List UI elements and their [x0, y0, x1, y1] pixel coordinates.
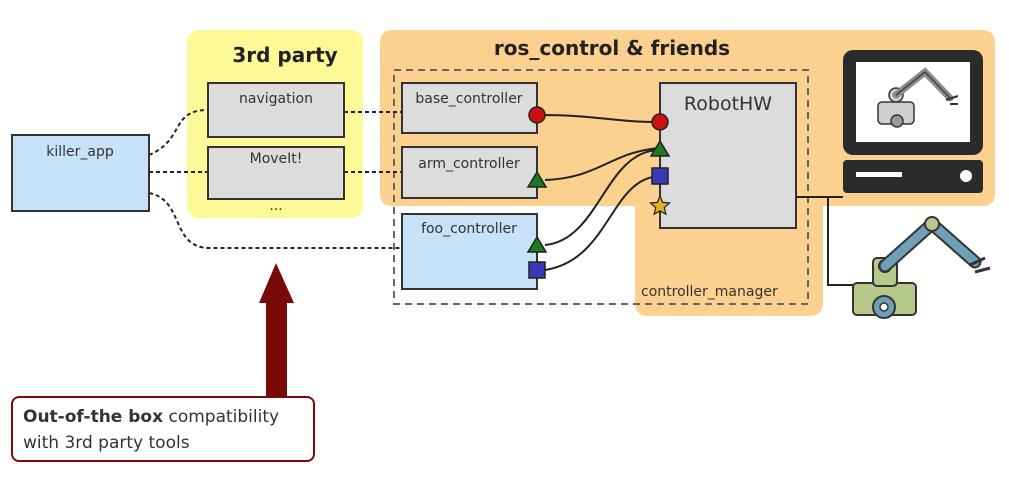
- callout-bold-text: Out-of-the box: [23, 407, 164, 427]
- arm-controller-port-triangle: [526, 170, 548, 188]
- moveit-box[interactable]: [207, 146, 345, 200]
- moveit-label: MoveIt!: [250, 151, 303, 167]
- controller-manager-label: controller_manager: [641, 284, 778, 300]
- foo-controller-port-triangle: [526, 235, 548, 253]
- dashed-connections: [148, 109, 402, 249]
- arm-controller-box[interactable]: [401, 146, 538, 199]
- robothw-label: RobotHW: [684, 93, 772, 115]
- computer-monitor-icon: [843, 50, 983, 193]
- base-controller-box[interactable]: [401, 82, 538, 134]
- robot-arm-icon: [852, 216, 991, 319]
- robothw-port-circle: [651, 113, 669, 131]
- base-controller-port-circle: [528, 106, 546, 124]
- robothw-box[interactable]: [659, 82, 797, 229]
- callout-line-2: with 3rd party tools: [23, 433, 190, 453]
- robothw-port-star: [649, 194, 671, 216]
- controller-manager-region: [393, 69, 809, 305]
- callout-rest-text: compatibility: [163, 407, 280, 427]
- compatibility-callout: Out-of-the box compatibility with 3rd pa…: [11, 396, 315, 462]
- more-tools-ellipsis: ...: [269, 198, 282, 214]
- killer-app-box[interactable]: [11, 134, 150, 212]
- callout-line-1: Out-of-the box compatibility: [23, 404, 303, 430]
- ros-control-title: ros_control & friends: [494, 36, 730, 60]
- foo-controller-label: foo_controller: [421, 221, 517, 237]
- robothw-port-square: [651, 167, 669, 185]
- arm-controller-label: arm_controller: [418, 156, 520, 172]
- killer-app-label: killer_app: [46, 144, 114, 160]
- interface-wires: [536, 114, 853, 286]
- up-arrow-icon: [259, 263, 294, 398]
- base-controller-label: base_controller: [415, 91, 522, 107]
- foo-controller-box[interactable]: [401, 213, 538, 290]
- foo-controller-port-square: [528, 261, 546, 279]
- navigation-label: navigation: [239, 91, 313, 107]
- robothw-port-triangle: [649, 139, 671, 157]
- third-party-title: 3rd party: [232, 43, 337, 67]
- navigation-box[interactable]: [207, 82, 345, 138]
